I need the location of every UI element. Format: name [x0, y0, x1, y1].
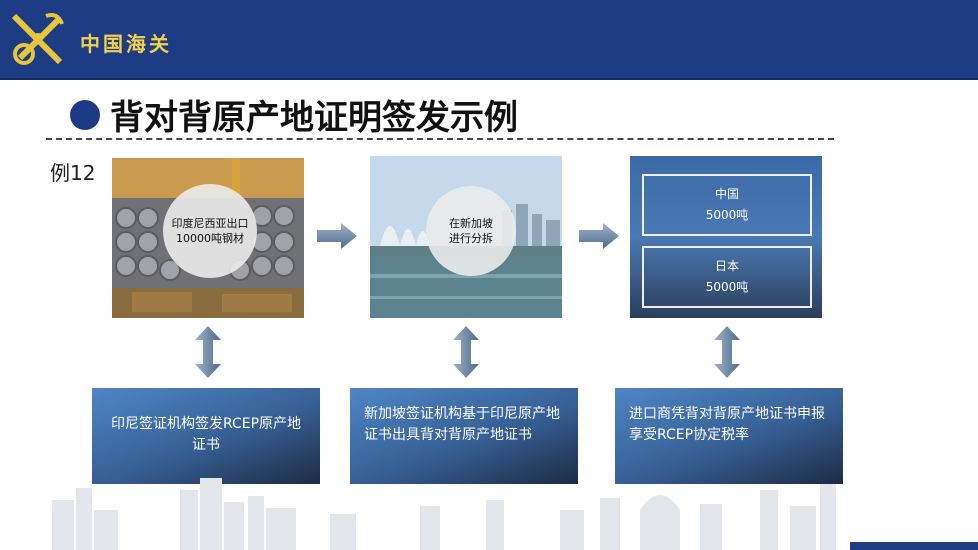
step1-line2: 10000吨钢材 — [176, 232, 244, 245]
arrow-right-icon — [317, 223, 357, 249]
step1-line1: 印度尼西亚出口 — [171, 217, 249, 230]
example-label: 例12 — [50, 161, 96, 185]
destination-japan-box: 日本 5000吨 — [642, 246, 812, 308]
destination-japan-qty: 5000吨 — [705, 280, 749, 294]
brand-name: 中国海关 — [80, 32, 172, 56]
description-box-3: 进口商凭背对背原产地证书申报享受RCEP协定税率 — [615, 388, 843, 484]
divider — [46, 138, 834, 140]
destination-china-box: 中国 5000吨 — [642, 174, 812, 236]
header-bar: 中国海关 — [0, 0, 978, 80]
steel-pipes-photo: 印度尼西亚出口 10000吨钢材 — [112, 158, 304, 318]
destination-china-qty: 5000吨 — [705, 208, 749, 222]
double-arrow-vertical-icon — [195, 326, 221, 378]
city-skyline-decoration — [52, 478, 978, 550]
customs-emblem-icon — [11, 13, 64, 65]
arrow-right-icon — [579, 223, 619, 249]
step2-line2: 进行分拆 — [449, 232, 493, 245]
title-bullet — [70, 100, 100, 130]
destination-china-name: 中国 — [714, 187, 739, 201]
destination-japan-name: 日本 — [714, 259, 739, 273]
description-box-2: 新加坡签证机构基于印尼原产地证书出具背对背原产地证书 — [350, 388, 578, 484]
singapore-photo: 在新加坡 进行分拆 — [370, 156, 562, 318]
double-arrow-vertical-icon — [714, 326, 740, 378]
slide-title: 背对背原产地证明签发示例 — [110, 98, 518, 138]
step2-circle: 在新加坡 进行分拆 — [426, 186, 516, 276]
double-arrow-vertical-icon — [453, 326, 479, 378]
step2-line1: 在新加坡 — [449, 217, 493, 230]
description-box-1: 印尼签证机构签发RCEP原产地证书 — [92, 388, 320, 484]
destination-panel: 中国 5000吨 日本 5000吨 — [630, 156, 822, 318]
step1-circle: 印度尼西亚出口 10000吨钢材 — [163, 184, 257, 278]
